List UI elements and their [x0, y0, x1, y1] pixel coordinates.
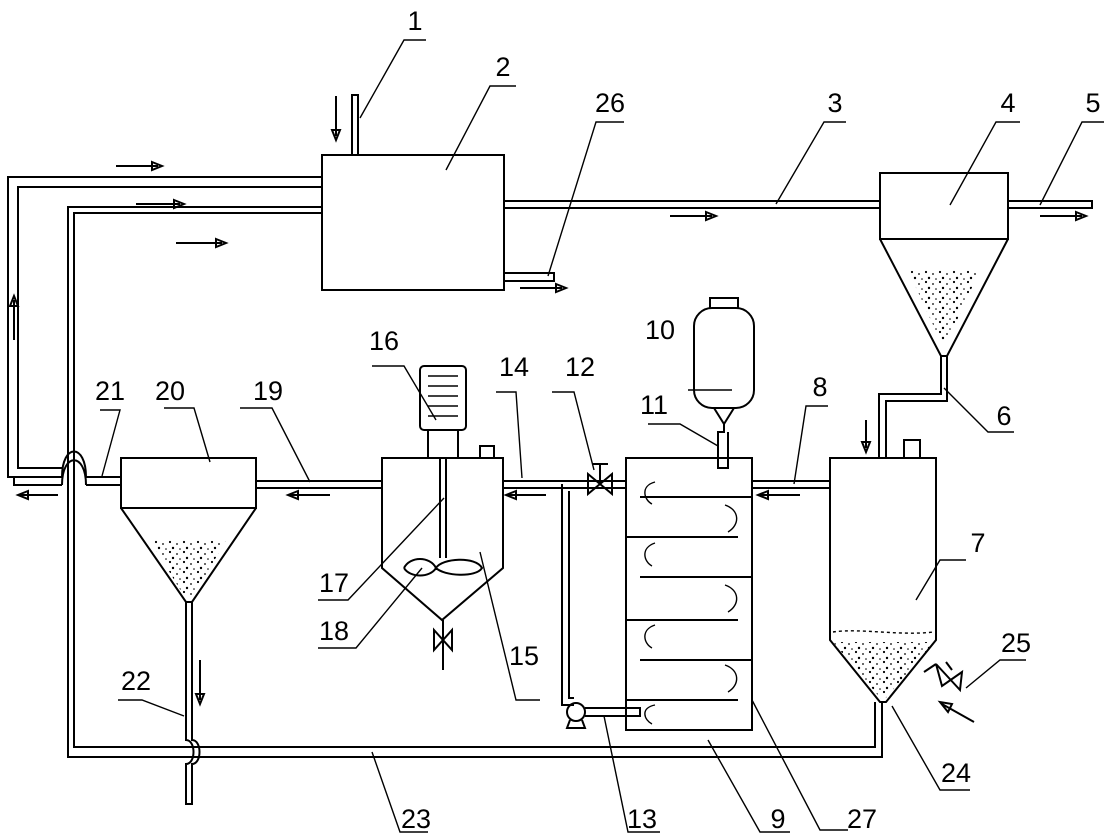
- label-1: 1: [407, 6, 422, 36]
- pipe-21: [13, 450, 121, 486]
- label-16: 16: [369, 326, 399, 356]
- dosing-tank-10: [693, 297, 755, 469]
- pipe-6: [878, 356, 948, 458]
- recycle-pipe-23: [67, 206, 883, 758]
- label-24: 24: [941, 758, 971, 788]
- inlet-pipe-1: [351, 94, 359, 155]
- label-17: 17: [319, 568, 349, 598]
- label-5: 5: [1085, 88, 1100, 118]
- outlet-pipe-26: [504, 272, 555, 282]
- label-4: 4: [1000, 88, 1015, 118]
- label-6: 6: [996, 401, 1011, 431]
- pipe-8: [752, 480, 830, 489]
- label-21: 21: [95, 376, 125, 406]
- pipe-19: [256, 480, 382, 489]
- label-27: 27: [847, 804, 877, 834]
- return-pipe-outer-loop: [7, 176, 322, 478]
- settler-4: [879, 172, 1009, 357]
- drain-pipe-22: [185, 602, 201, 805]
- label-7: 7: [970, 528, 985, 558]
- label-25: 25: [1001, 628, 1031, 658]
- label-13: 13: [627, 804, 657, 834]
- label-20: 20: [155, 376, 185, 406]
- label-10: 10: [645, 315, 675, 345]
- reactor-7: [829, 439, 937, 703]
- label-19: 19: [253, 376, 283, 406]
- flow-arrows: [8, 96, 1089, 723]
- label-3: 3: [827, 88, 842, 118]
- pipe-3: [504, 200, 880, 209]
- label-22: 22: [121, 666, 151, 696]
- label-14: 14: [499, 352, 529, 382]
- outlet-pipe-5: [1008, 200, 1093, 209]
- valve-25: [923, 661, 964, 693]
- pipe-14: [503, 480, 626, 489]
- label-15: 15: [509, 641, 539, 671]
- label-2: 2: [495, 52, 510, 82]
- leader-lines: [100, 39, 1104, 833]
- label-8: 8: [812, 372, 827, 402]
- label-12: 12: [565, 352, 595, 382]
- label-26: 26: [595, 88, 625, 118]
- label-11: 11: [640, 390, 668, 420]
- valve-12: [587, 463, 613, 497]
- settler-20: [120, 457, 257, 603]
- label-23: 23: [401, 804, 431, 834]
- mixing-tank-15: [381, 365, 504, 670]
- label-9: 9: [770, 804, 785, 834]
- label-18: 18: [319, 616, 349, 646]
- recirculation-pipe-13: [561, 484, 641, 729]
- tank-2: [321, 154, 505, 291]
- callout-labels: 1 2 26 3 4 5 6 7 8 10 11 12 14 16 19 20 …: [95, 6, 1101, 834]
- baffled-reactor-9: [625, 457, 753, 731]
